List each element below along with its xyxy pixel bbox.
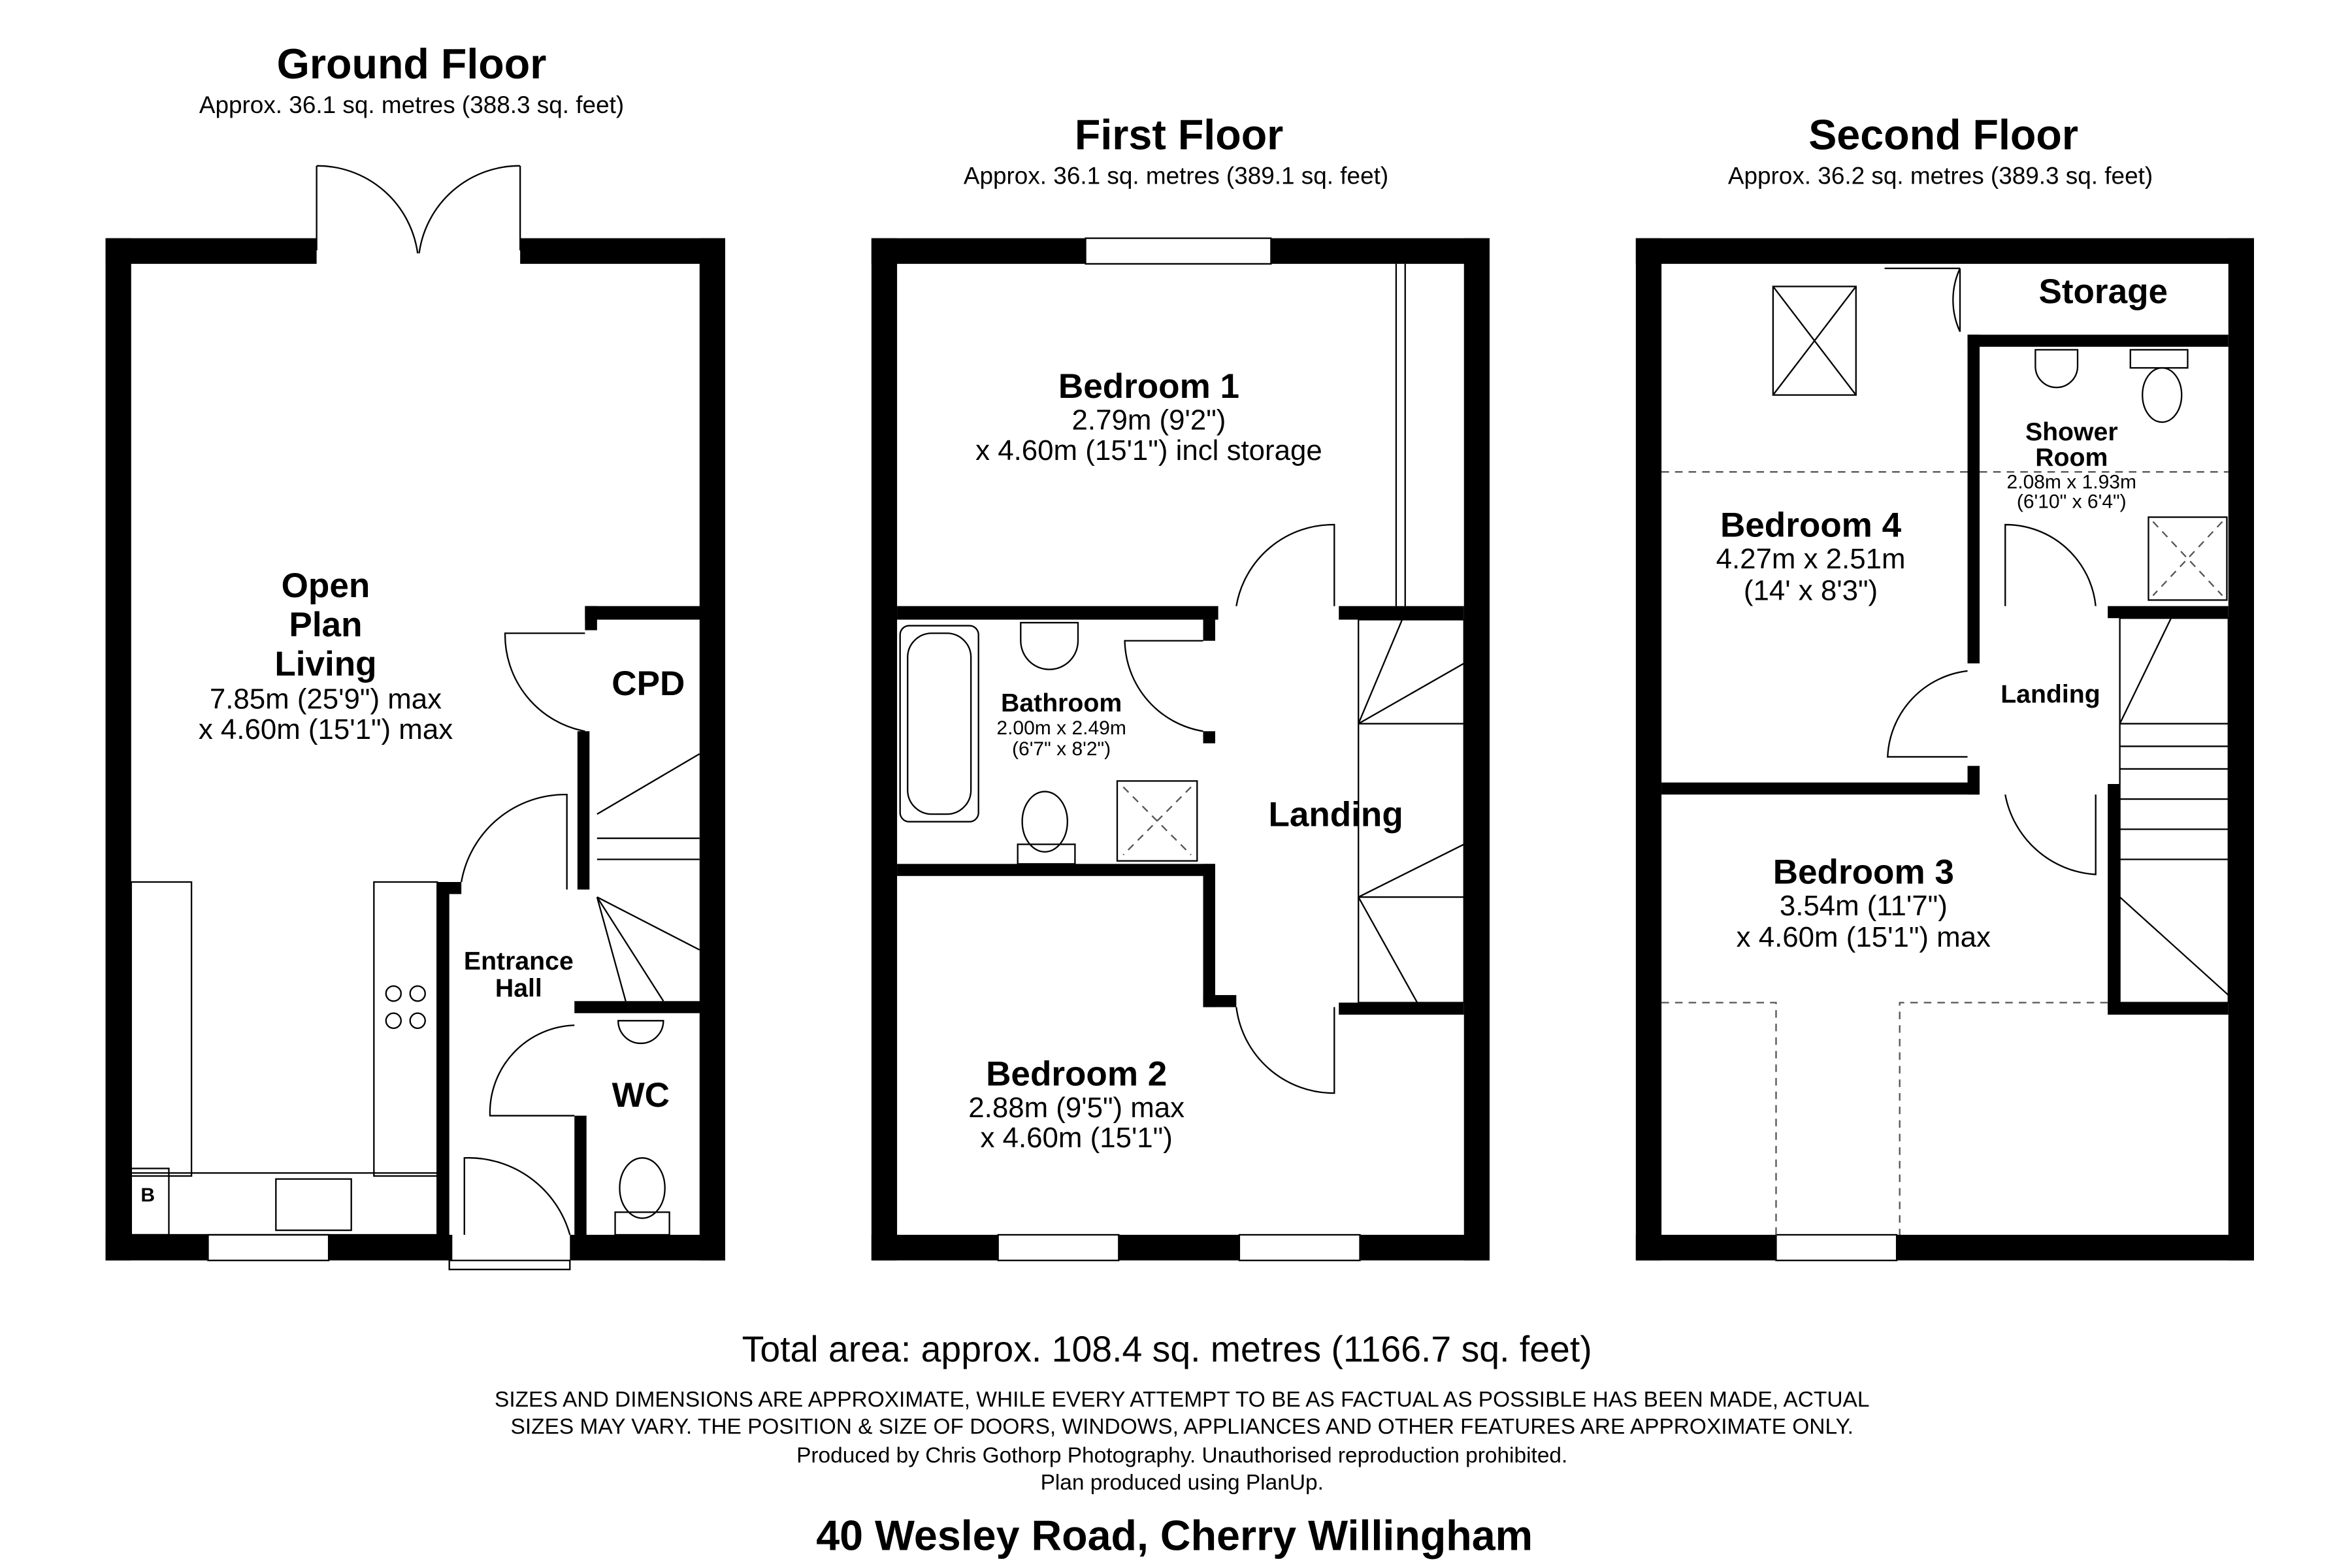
storage-name: Storage bbox=[2038, 272, 2168, 311]
shower-room-fixtures bbox=[2034, 349, 2228, 601]
second-walls bbox=[1635, 238, 2254, 1261]
landing-name: Landing bbox=[2001, 679, 2100, 708]
bedroom2-dim-2: x 4.60m (15'1") bbox=[981, 1122, 1173, 1154]
stairs bbox=[596, 753, 700, 1002]
hall-door bbox=[461, 793, 568, 890]
living-name-1: Open bbox=[282, 566, 370, 605]
bedroom4-dim-2: (14' x 8'3") bbox=[1744, 574, 1878, 606]
ground-floor-area: Approx. 36.1 sq. metres (388.3 sq. feet) bbox=[199, 91, 624, 118]
bedroom1-dim-2: x 4.60m (15'1") incl storage bbox=[975, 434, 1322, 466]
bathroom-dim-1: 2.00m x 2.49m bbox=[996, 717, 1126, 739]
credit-line: Produced by Chris Gothorp Photography. U… bbox=[796, 1443, 1567, 1467]
french-doors bbox=[316, 165, 521, 253]
bedroom3-dim-2: x 4.60m (15'1") max bbox=[1737, 921, 1991, 953]
wc-fixtures bbox=[614, 1020, 670, 1236]
bedroom2-dim-1: 2.88m (9'5") max bbox=[968, 1092, 1184, 1124]
sloped-ceiling-lines bbox=[1661, 471, 2229, 1235]
bathroom-dim-2: (6'7" x 8'2") bbox=[1012, 738, 1111, 760]
bedroom2-door bbox=[1235, 1007, 1335, 1094]
ground-floor-plan: Ground Floor Approx. 36.1 sq. metres (38… bbox=[105, 41, 725, 1271]
living-name-2: Plan bbox=[289, 606, 362, 644]
bedroom3-name: Bedroom 3 bbox=[1773, 853, 1954, 891]
skylight bbox=[1772, 286, 1857, 396]
bedroom1-name: Bedroom 1 bbox=[1058, 367, 1239, 406]
bathroom-fixtures bbox=[899, 621, 1198, 865]
total-area: Total area: approx. 108.4 sq. metres (11… bbox=[742, 1329, 1592, 1369]
bedroom3-dim-1: 3.54m (11'7") bbox=[1780, 890, 1948, 922]
stairs bbox=[1358, 619, 1465, 1004]
shower-room-name-2: Room bbox=[2035, 443, 2108, 472]
shower-room-dim-2: (6'10" x 6'4") bbox=[2017, 491, 2127, 513]
wc-name: WC bbox=[612, 1076, 670, 1115]
property-address: 40 Wesley Road, Cherry Willingham bbox=[816, 1512, 1533, 1559]
hall-name-1: Entrance bbox=[464, 947, 574, 975]
second-floor-area: Approx. 36.2 sq. metres (389.3 sq. feet) bbox=[1728, 163, 2153, 189]
boiler-label: B bbox=[140, 1184, 155, 1206]
first-floor-area: Approx. 36.1 sq. metres (389.1 sq. feet) bbox=[964, 163, 1388, 189]
first-walls bbox=[871, 238, 1490, 1261]
bedroom1-door bbox=[1235, 523, 1335, 606]
kitchen-units bbox=[130, 881, 438, 1236]
ground-floor-title: Ground Floor bbox=[277, 41, 547, 88]
second-floor-title: Second Floor bbox=[1808, 111, 2078, 158]
storage-door bbox=[1884, 267, 1961, 333]
living-dim-1: 7.85m (25'9") max bbox=[210, 683, 442, 715]
landing-name: Landing bbox=[1268, 796, 1403, 834]
window bbox=[997, 1233, 1120, 1262]
living-dim-2: x 4.60m (15'1") max bbox=[199, 713, 453, 745]
software-line: Plan produced using PlanUp. bbox=[1041, 1471, 1324, 1495]
window bbox=[1085, 237, 1272, 265]
living-name-3: Living bbox=[274, 645, 376, 683]
shower-room-door bbox=[2004, 523, 2097, 606]
front-door bbox=[448, 1157, 571, 1271]
bedroom4-door bbox=[1887, 670, 1968, 758]
bathroom-door bbox=[1124, 640, 1203, 732]
bedroom4-name: Bedroom 4 bbox=[1720, 506, 1902, 545]
first-floor-plan: First Floor Approx. 36.1 sq. metres (389… bbox=[871, 111, 1490, 1262]
bedroom4-dim-1: 4.27m x 2.51m bbox=[1716, 543, 1906, 575]
first-floor-title: First Floor bbox=[1075, 111, 1283, 158]
bedroom3-door bbox=[2004, 794, 2097, 875]
second-floor-plan: Second Floor Approx. 36.2 sq. metres (38… bbox=[1635, 111, 2254, 1262]
stairs bbox=[2119, 617, 2229, 1004]
window bbox=[207, 1233, 330, 1262]
window bbox=[1775, 1233, 1898, 1262]
bathroom-name: Bathroom bbox=[1001, 689, 1122, 717]
wc-door bbox=[489, 1024, 575, 1117]
bedroom2-name: Bedroom 2 bbox=[986, 1055, 1167, 1094]
disclaimer-line-2: SIZES MAY VARY. THE POSITION & SIZE OF D… bbox=[511, 1415, 1854, 1439]
storage-sliding-doors bbox=[1395, 263, 1406, 606]
footer: Total area: approx. 108.4 sq. metres (11… bbox=[495, 1329, 1869, 1559]
disclaimer-line-1: SIZES AND DIMENSIONS ARE APPROXIMATE, WH… bbox=[495, 1388, 1869, 1412]
shower-room-name-1: Shower bbox=[2025, 417, 2118, 446]
cpd-door bbox=[504, 632, 585, 732]
bedroom1-dim-1: 2.79m (9'2") bbox=[1072, 404, 1226, 436]
window bbox=[1238, 1233, 1361, 1262]
cpd-name: CPD bbox=[612, 664, 685, 703]
hall-name-2: Hall bbox=[495, 973, 542, 1002]
shower-room-dim-1: 2.08m x 1.93m bbox=[2007, 472, 2136, 493]
ground-walls bbox=[105, 238, 725, 1261]
